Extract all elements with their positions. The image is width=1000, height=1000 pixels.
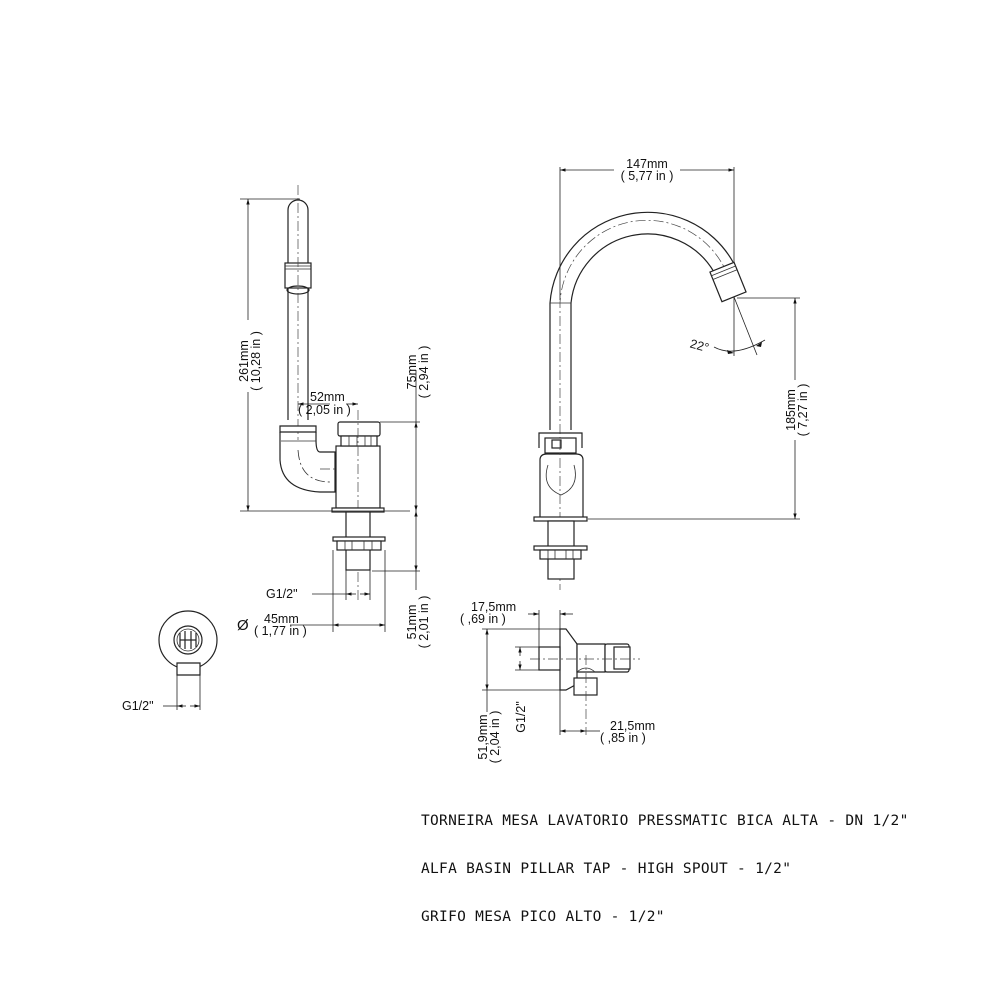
dim-spout-offset-in: ( 2,05 in ) [298, 403, 351, 417]
dim-body-height-in: ( 2,94 in ) [417, 346, 431, 399]
dim-body-height-mm: 75mm [405, 355, 419, 390]
title-block: TORNEIRA MESA LAVATORIO PRESSMATIC BICA … [421, 781, 909, 941]
dim-spout-offset-mm: 52mm [310, 390, 345, 404]
dim-detail-height-in: ( 2,04 in ) [488, 711, 502, 764]
front-view: 147mm ( 5,77 in ) 22° 185mm ( 7,27 in ) [533, 157, 810, 590]
detail-view: 17,5mm ( ,69 in ) 51,9mm ( 2,04 in ) G1/… [460, 600, 655, 763]
diameter-symbol: Ø [237, 617, 249, 634]
dim-thread-detail: G1/2" [514, 701, 528, 733]
dim-outlet-height-mm: 185mm [784, 389, 798, 431]
title-line-portuguese: TORNEIRA MESA LAVATORIO PRESSMATIC BICA … [421, 813, 909, 829]
dim-detail-height-mm: 51,9mm [476, 714, 490, 759]
dim-outlet-offset-mm: 21,5mm [610, 719, 655, 733]
dim-spout-reach-mm: 147mm [626, 157, 668, 171]
top-view: G1/2" [122, 610, 218, 713]
dim-base-diameter-mm: 45mm [264, 612, 299, 626]
dim-height-total-in: ( 10,28 in ) [249, 331, 263, 391]
side-view: 261mm ( 10,28 in ) 52mm ( 2,05 in ) 75mm… [237, 185, 431, 648]
dim-button-offset-mm: 17,5mm [471, 600, 516, 614]
dim-thread-top: G1/2" [122, 699, 154, 713]
title-line-english: ALFA BASIN PILLAR TAP - HIGH SPOUT - 1/2… [421, 861, 792, 877]
title-line-spanish: GRIFO MESA PICO ALTO - 1/2" [421, 909, 665, 925]
dim-outlet-height-in: ( 7,27 in ) [796, 384, 810, 437]
dim-thread-side: G1/2" [266, 587, 298, 601]
dim-height-total-mm: 261mm [237, 340, 251, 382]
dim-outlet-angle: 22° [689, 337, 711, 355]
dim-base-diameter-in: ( 1,77 in ) [254, 624, 307, 638]
dim-shank-length-mm: 51mm [405, 605, 419, 640]
dim-outlet-offset-in: ( ,85 in ) [600, 731, 646, 745]
dim-shank-length-in: ( 2,01 in ) [417, 596, 431, 649]
dim-spout-reach-in: ( 5,77 in ) [621, 169, 674, 183]
dim-button-offset-in: ( ,69 in ) [460, 612, 506, 626]
